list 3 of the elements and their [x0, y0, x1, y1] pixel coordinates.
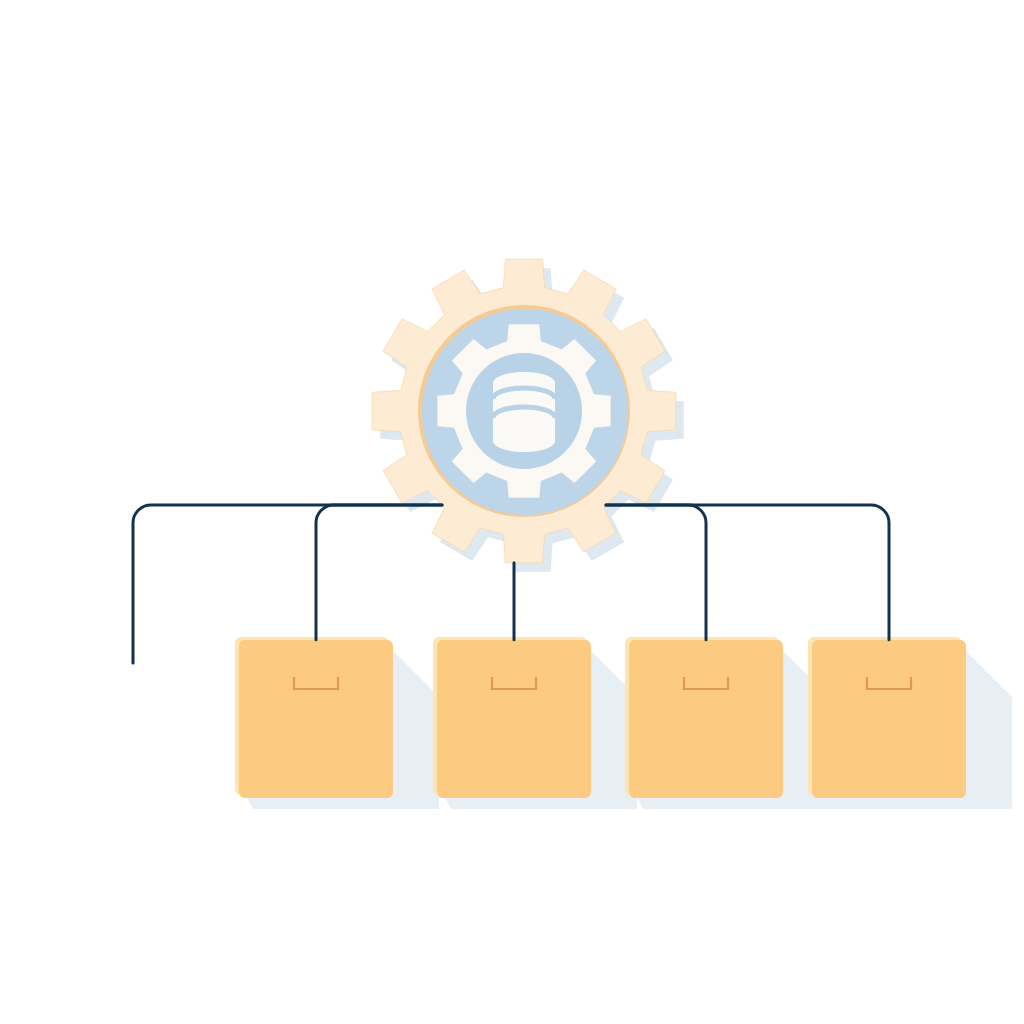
connector-line [512, 561, 516, 642]
connector-line [314, 503, 444, 642]
connector-line [604, 503, 891, 642]
